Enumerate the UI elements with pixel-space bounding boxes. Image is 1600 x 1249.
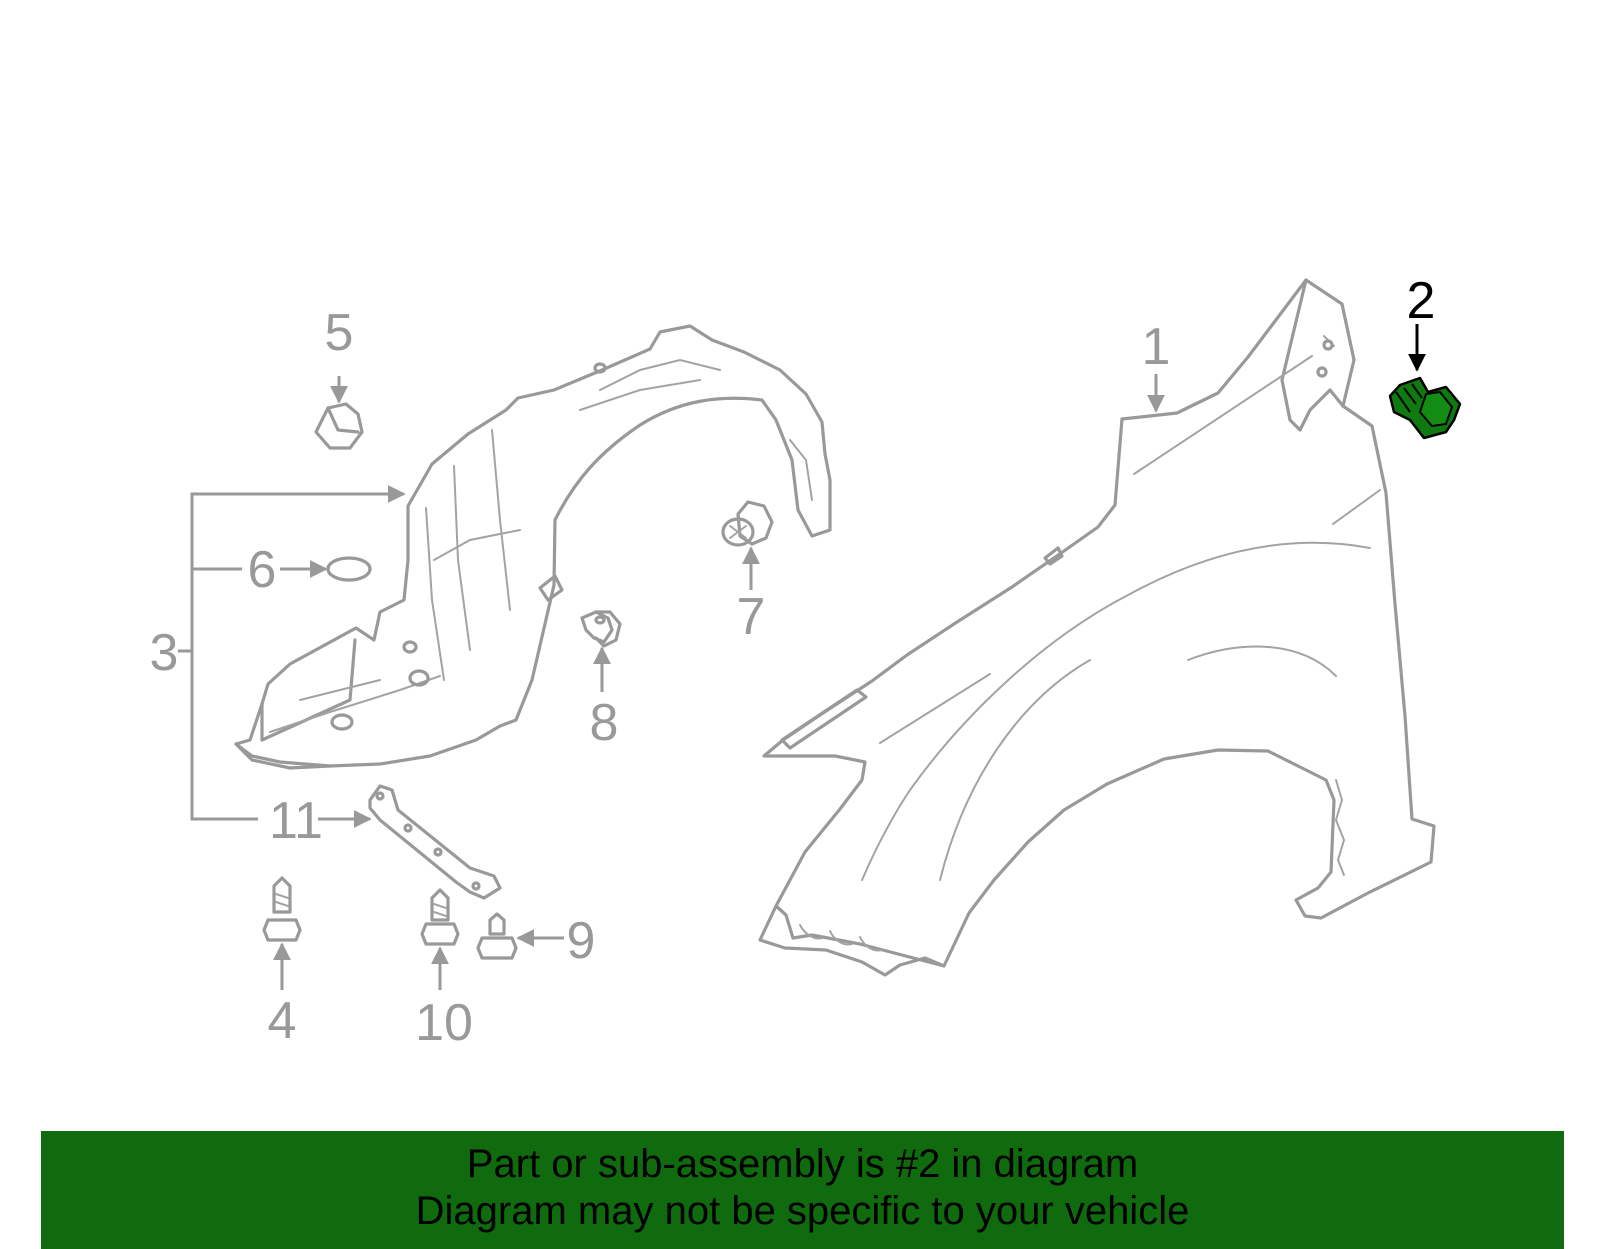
callout-4: 4 [268, 992, 297, 1050]
bolt-part-10[interactable] [420, 888, 460, 946]
info-banner: Part or sub-assembly is #2 in diagram Di… [41, 1131, 1564, 1249]
callout-5: 5 [325, 304, 354, 362]
fender-part[interactable] [758, 278, 1436, 977]
callout-7: 7 [737, 588, 766, 646]
callout-1: 1 [1142, 318, 1171, 376]
grommet-part-6[interactable] [326, 556, 372, 582]
callout-2: 2 [1407, 272, 1436, 330]
clip-part-5[interactable] [314, 402, 364, 450]
bolt-part-4[interactable] [262, 876, 302, 942]
callout-10: 10 [415, 994, 473, 1052]
callout-9: 9 [567, 912, 596, 970]
callout-11: 11 [269, 792, 323, 850]
callout-6: 6 [248, 541, 277, 599]
nut-clip-part-8[interactable] [580, 610, 622, 648]
fender-liner-part[interactable] [234, 324, 832, 770]
bracket-line-3 [190, 492, 404, 821]
callout-3: 3 [150, 624, 179, 682]
callout-8: 8 [590, 694, 619, 752]
bracket-part-11[interactable] [368, 784, 502, 900]
fender-bolt-highlighted[interactable] [1388, 376, 1462, 440]
push-clip-part-7[interactable] [721, 500, 774, 547]
bolt-part-9[interactable] [476, 912, 518, 960]
banner-line-2: Diagram may not be specific to your vehi… [415, 1189, 1190, 1233]
banner-line-1: Part or sub-assembly is #2 in diagram [466, 1142, 1139, 1186]
